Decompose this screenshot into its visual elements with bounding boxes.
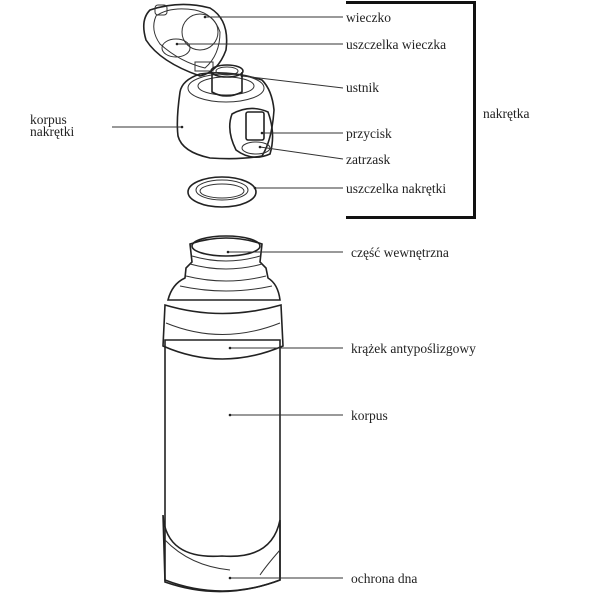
label-mouthpiece: ustnik [346, 80, 379, 95]
cap-body-drawing [176, 64, 275, 160]
bottle-body-drawing [164, 339, 281, 592]
mouthpiece-drawing [211, 72, 243, 97]
label-cap-body-line2: nakrętki [30, 124, 74, 139]
lid-seal-drawing [161, 38, 191, 58]
inner-part-drawing [191, 235, 261, 257]
lid-drawing [142, 3, 228, 77]
label-cap: nakrętka [483, 106, 529, 121]
cap-seal-drawing [187, 176, 257, 208]
label-bottom-guard: ochrona dna [351, 571, 417, 586]
bottle-leader-lines [226, 250, 343, 580]
label-latch: zatrzask [346, 152, 390, 167]
anti-slip-ring-drawing [162, 303, 284, 360]
button-drawing [245, 111, 265, 141]
label-inner-part: część wewnętrzna [351, 245, 449, 260]
cap-bracket [346, 1, 476, 219]
bottom-guard-drawing [162, 514, 281, 593]
cap-illustration [142, 3, 275, 208]
label-lid-seal: uszczelka wieczka [346, 37, 446, 52]
label-cap-seal: uszczelka nakrętki [346, 181, 446, 196]
label-cap-body-line1: korpus [30, 112, 67, 127]
label-button: przycisk [346, 126, 392, 141]
cap-leader-lines [112, 15, 344, 190]
label-anti-slip-ring: krążek antypoślizgowy [351, 341, 476, 356]
label-body: korpus [351, 408, 388, 423]
bottle-illustration [162, 235, 284, 593]
label-lid: wieczko [346, 10, 391, 25]
